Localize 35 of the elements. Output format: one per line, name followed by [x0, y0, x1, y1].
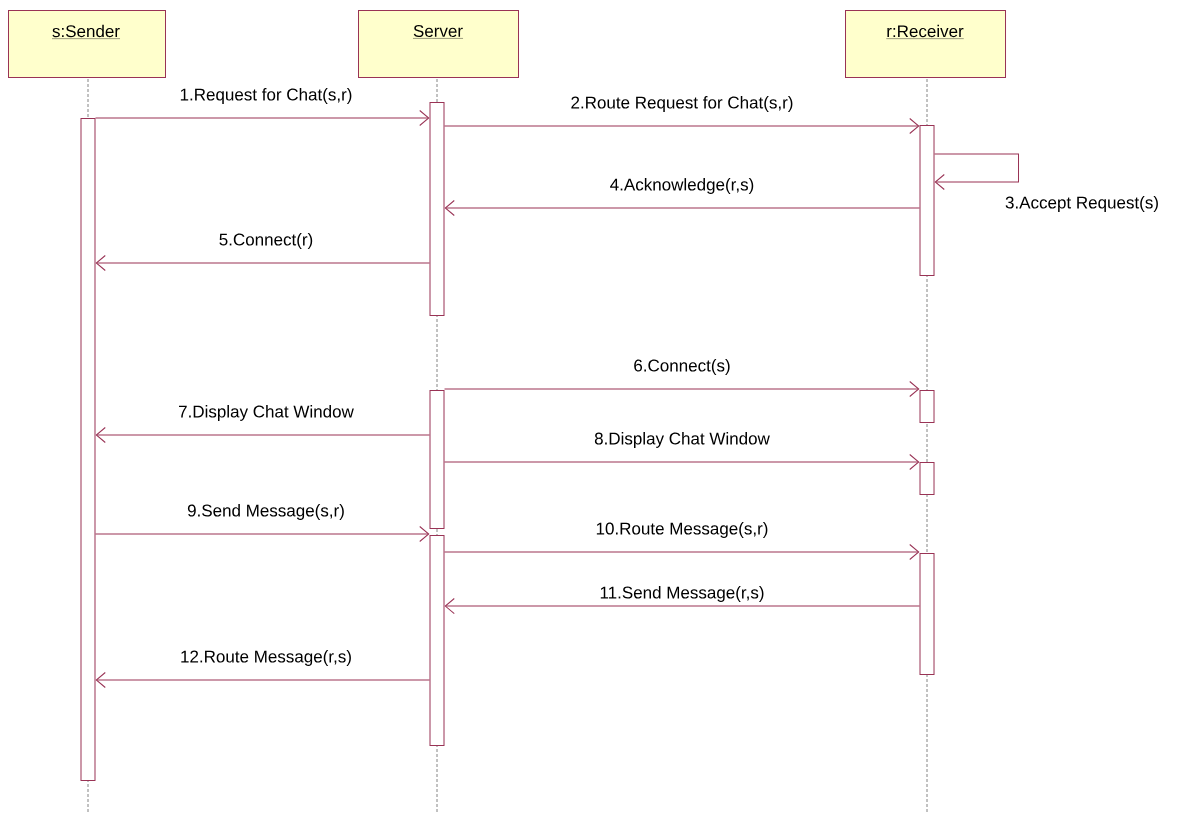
- activation-bar: [429, 535, 445, 746]
- message-arrow: [95, 427, 430, 443]
- message-label: 9.Send Message(s,r): [187, 504, 344, 520]
- activation-bar: [429, 102, 445, 316]
- message-label: 7.Display Chat Window: [179, 405, 354, 421]
- message-arrow: [444, 118, 920, 134]
- message-label: 4.Acknowledge(r,s): [610, 178, 754, 194]
- activation-bar: [919, 462, 935, 495]
- message-label: 10.Route Message(s,r): [596, 522, 768, 538]
- activation-bar: [919, 125, 935, 276]
- message-arrow: [95, 255, 430, 271]
- message-arrow: [444, 200, 920, 216]
- message-arrow: [95, 110, 430, 126]
- message-arrow: [95, 672, 430, 688]
- message-label: 8.Display Chat Window: [594, 432, 770, 448]
- message-label: 1.Request for Chat(s,r): [180, 88, 352, 104]
- message-arrow: [934, 153, 1019, 190]
- message-label: 6.Connect(s): [634, 359, 730, 375]
- lifeline-header: r:Receiver: [845, 10, 1006, 78]
- message-label: 5.Connect(r): [219, 233, 313, 249]
- message-arrow: [444, 598, 920, 614]
- activation-bar: [429, 390, 445, 529]
- message-label: 11.Send Message(r,s): [600, 586, 764, 602]
- message-label: 2.Route Request for Chat(s,r): [571, 96, 793, 112]
- message-label: 3.Accept Request(s): [1005, 196, 1158, 212]
- message-label: 12.Route Message(r,s): [181, 650, 351, 666]
- message-arrow: [444, 381, 920, 397]
- activation-bar: [80, 118, 96, 781]
- lifeline-header: s:Sender: [8, 10, 166, 78]
- activation-bar: [919, 553, 935, 675]
- activation-bar: [919, 390, 935, 423]
- message-arrow: [444, 454, 920, 470]
- lifeline-header: Server: [358, 10, 519, 78]
- message-arrow: [95, 526, 430, 542]
- message-arrow: [444, 544, 920, 560]
